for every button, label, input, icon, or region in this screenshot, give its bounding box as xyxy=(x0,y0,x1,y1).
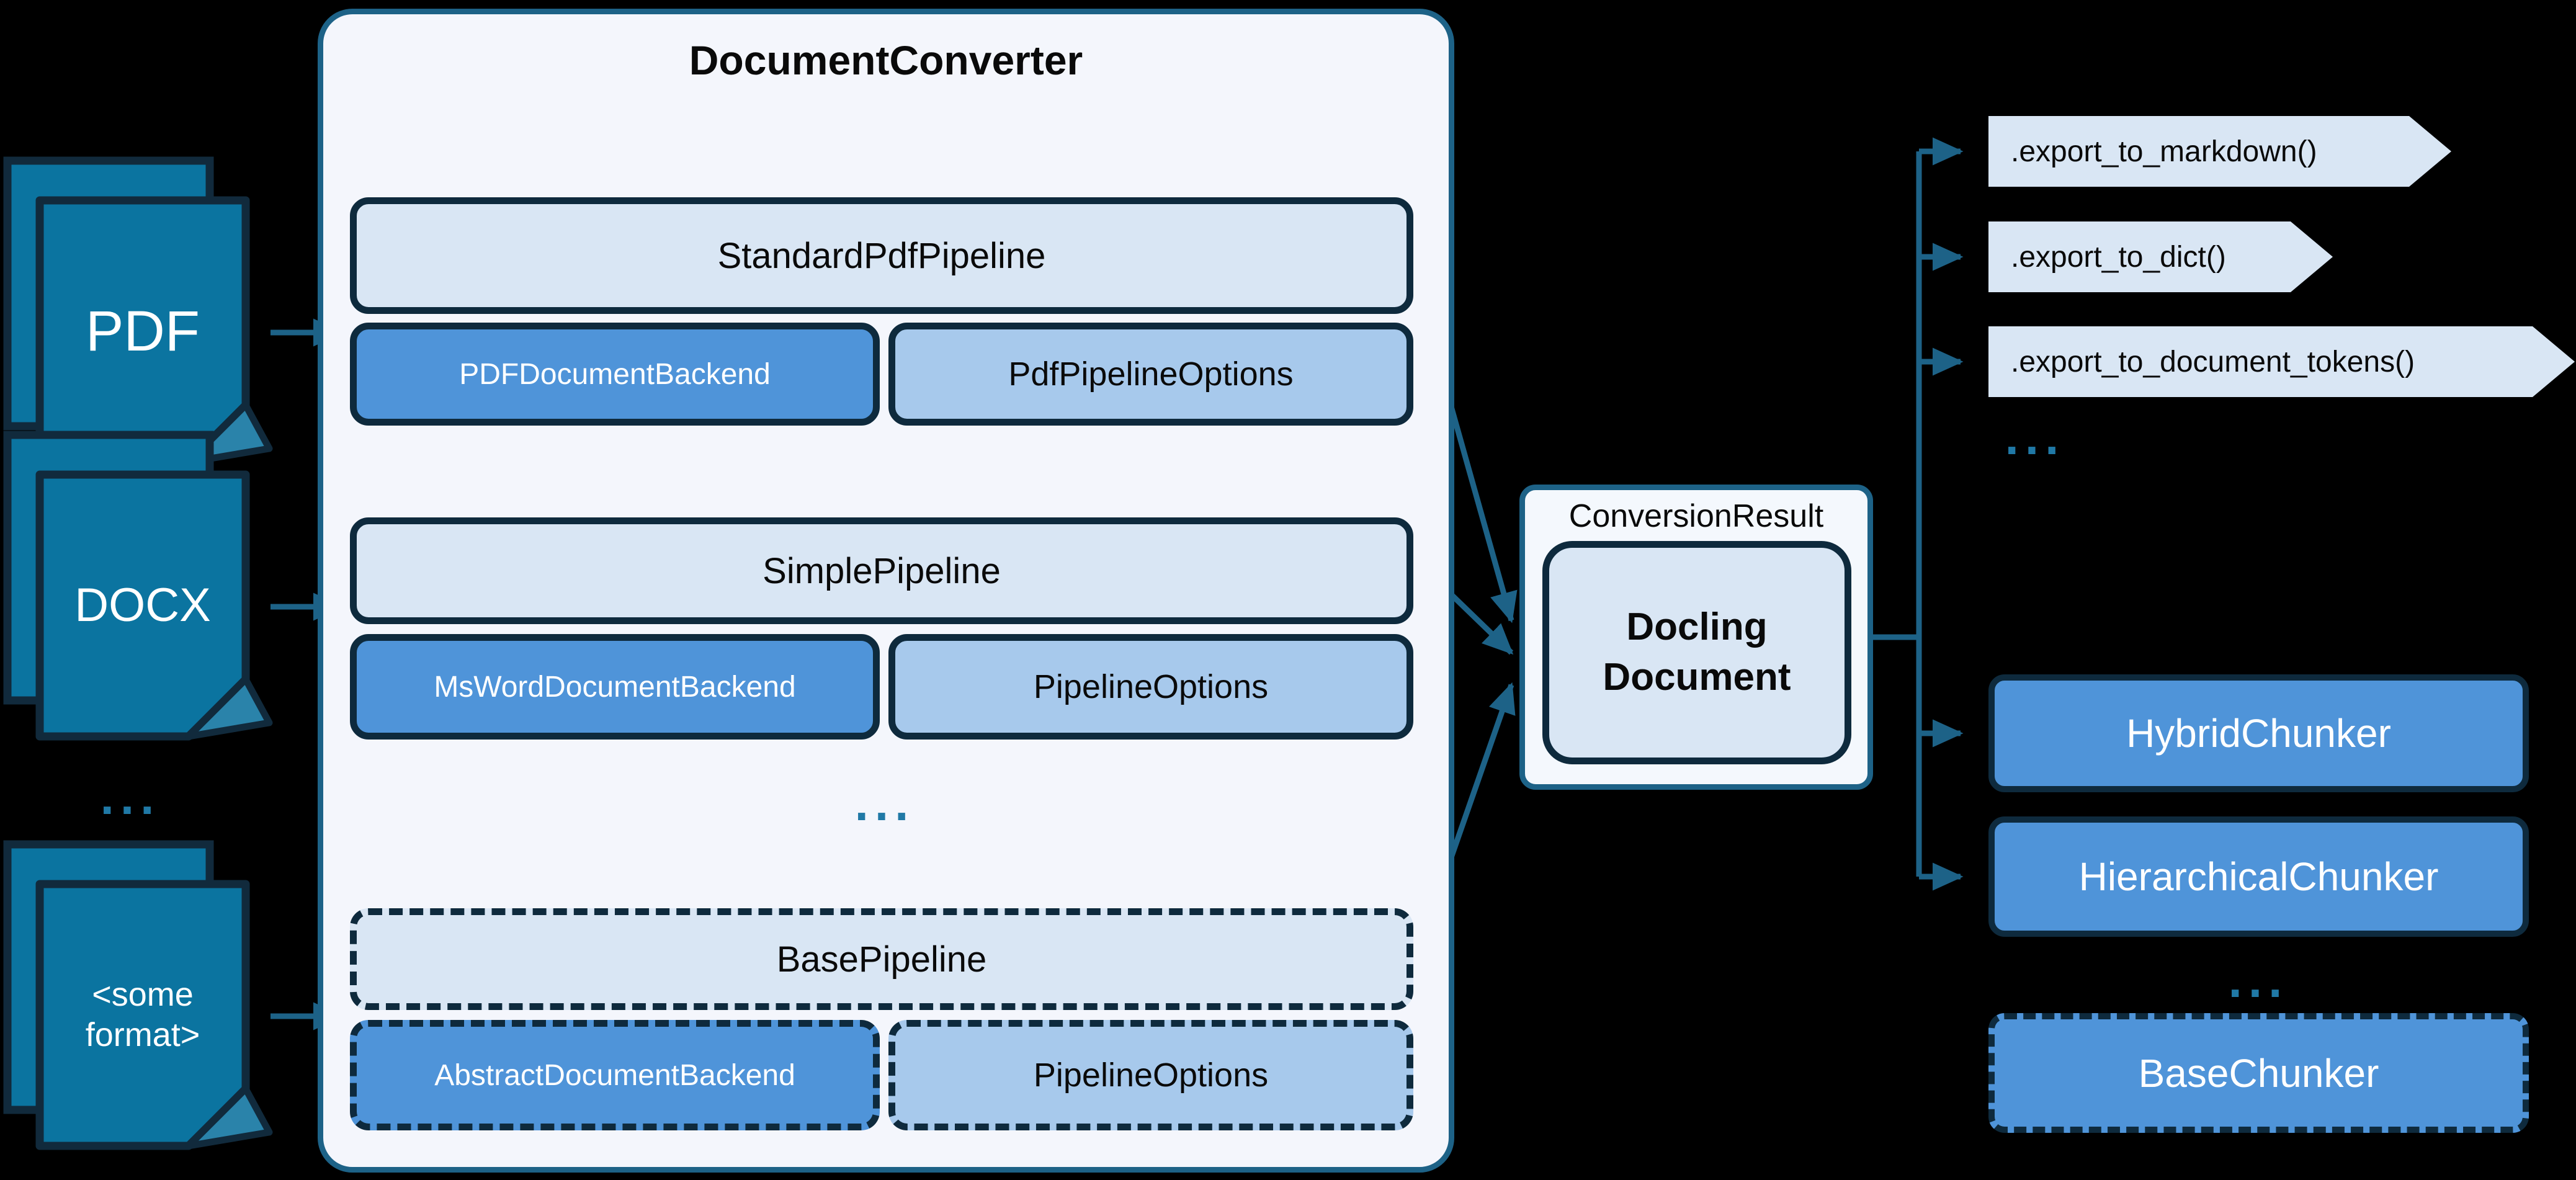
pipeline-options-label: PipelineOptions xyxy=(1033,668,1269,705)
hybrid-chunker-box: HybridChunker xyxy=(1988,674,2529,792)
someformat-input-label: <some format> xyxy=(40,884,246,1146)
document-converter-title: DocumentConverter xyxy=(689,37,1083,83)
pdf-document-icon xyxy=(3,156,273,467)
hybrid-chunker-label: HybridChunker xyxy=(2126,711,2391,756)
chunkers-ellipsis-text: ... xyxy=(2228,952,2289,1008)
conversion-result-label: ConversionResult xyxy=(1568,498,1824,534)
standard-pdf-pipeline-label: StandardPdfPipeline xyxy=(717,235,1046,276)
docling-document-box: Docling Document xyxy=(1542,541,1851,764)
pdf-input-text: PDF xyxy=(86,299,200,363)
pdf-document-backend-label: PDFDocumentBackend xyxy=(459,357,771,391)
exports-ellipsis: ... xyxy=(1973,413,2097,462)
pdf-document-backend-box: PDFDocumentBackend xyxy=(350,323,880,426)
abstract-document-backend-box: AbstractDocumentBackend xyxy=(350,1020,880,1130)
msword-document-backend-box: MsWordDocumentBackend xyxy=(350,634,880,740)
simple-pipeline-box: SimplePipeline xyxy=(350,517,1413,624)
someformat-document-icon xyxy=(3,840,273,1150)
someformat-input-text: <some format> xyxy=(85,976,200,1053)
base-pipeline-box: BasePipeline xyxy=(350,908,1413,1010)
exports-ellipsis-text: ... xyxy=(2005,409,2065,465)
docx-input-text: DOCX xyxy=(74,579,211,632)
abstract-document-backend-label: AbstractDocumentBackend xyxy=(434,1058,795,1092)
base-pipeline-options-label: PipelineOptions xyxy=(1033,1057,1269,1094)
msword-document-backend-label: MsWordDocumentBackend xyxy=(434,670,796,704)
export-to-dict-tag: .export_to_dict() xyxy=(1988,221,2333,292)
export-to-dict-label: .export_to_dict() xyxy=(2011,240,2226,274)
pdf-input-label: PDF xyxy=(40,200,246,462)
export-to-markdown-tag: .export_to_markdown() xyxy=(1988,116,2451,187)
inputs-ellipsis-text: ... xyxy=(100,769,161,825)
base-chunker-label: BaseChunker xyxy=(2138,1050,2379,1096)
docling-document-label: Docling Document xyxy=(1603,606,1791,699)
standard-pdf-pipeline-box: StandardPdfPipeline xyxy=(350,197,1413,314)
export-to-document-tokens-label: .export_to_document_tokens() xyxy=(2011,345,2415,378)
pdf-pipeline-options-label: PdfPipelineOptions xyxy=(1008,355,1294,393)
chunkers-ellipsis: ... xyxy=(2165,955,2351,1005)
pipeline-options-box: PipelineOptions xyxy=(888,634,1413,740)
simple-pipeline-label: SimplePipeline xyxy=(763,550,1001,591)
export-to-markdown-label: .export_to_markdown() xyxy=(2011,135,2317,168)
inputs-ellipsis: ... xyxy=(37,772,223,822)
docx-document-icon xyxy=(3,431,273,741)
base-pipeline-label: BasePipeline xyxy=(776,939,987,980)
pipelines-ellipsis-text: ... xyxy=(854,775,915,831)
base-chunker-box: BaseChunker xyxy=(1988,1013,2529,1133)
pdf-pipeline-options-box: PdfPipelineOptions xyxy=(888,323,1413,426)
hierarchical-chunker-label: HierarchicalChunker xyxy=(2078,854,2439,899)
base-pipeline-options-box: PipelineOptions xyxy=(888,1020,1413,1130)
pipelines-ellipsis: ... xyxy=(792,779,978,828)
docx-input-label: DOCX xyxy=(40,475,246,736)
export-to-document-tokens-tag: .export_to_document_tokens() xyxy=(1988,326,2575,397)
hierarchical-chunker-box: HierarchicalChunker xyxy=(1988,816,2529,937)
